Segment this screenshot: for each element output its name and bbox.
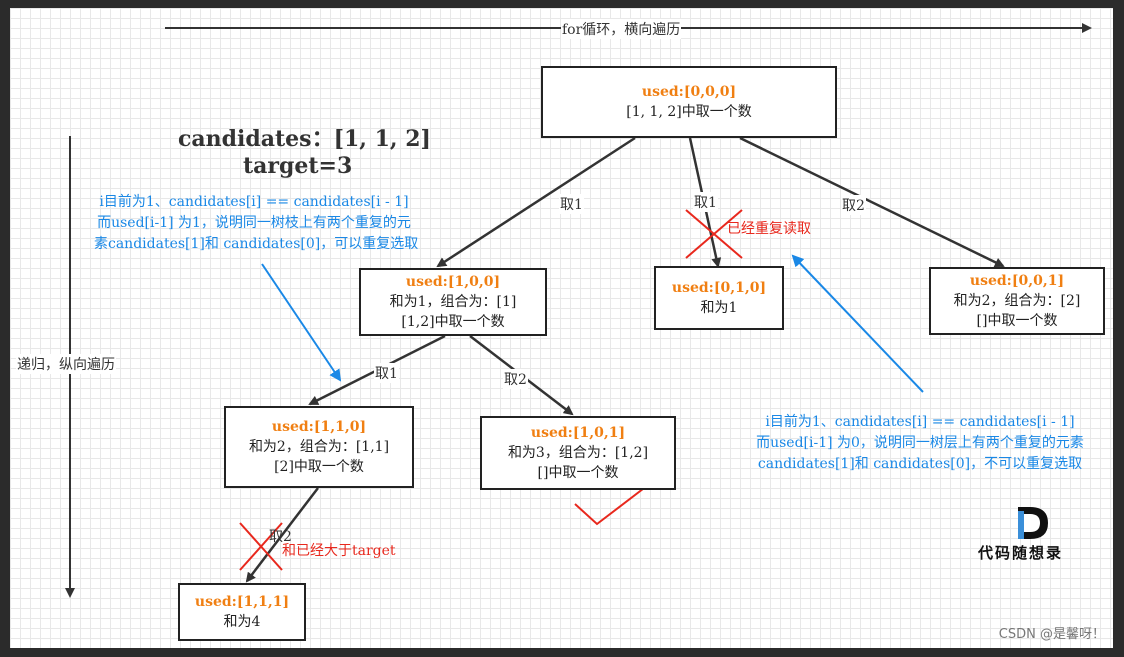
note-line: 素candidates[1]和 candidates[0]，可以重复选取 — [94, 236, 419, 252]
node-text: 和为4 — [223, 614, 261, 630]
node-used: used:[1,1,0] — [271, 419, 367, 435]
note-left: i目前为1、candidates[i] == candidates[i - 1]… — [94, 192, 419, 255]
note-line: candidates[1]和 candidates[0]，不可以重复选取 — [757, 456, 1083, 472]
node-used: used:[1,0,1] — [530, 425, 626, 441]
node-text: [1, 1, 2]中取一个数 — [626, 104, 752, 120]
node-001: used:[0,0,1] 和为2，组合为：[2] []中取一个数 — [929, 267, 1105, 335]
cross-mark-too-big — [239, 522, 283, 571]
node-010: used:[0,1,0] 和为1 — [654, 266, 784, 330]
candidates-title: candidates：[1, 1, 2] — [178, 126, 431, 152]
node-text: 和为3，组合为：[1,2] — [507, 445, 649, 461]
node-used: used:[1,1,1] — [194, 594, 290, 610]
node-100: used:[1,0,0] 和为1，组合为：[1] [1,2]中取一个数 — [359, 268, 547, 336]
node-root: used:[0,0,0] [1, 1, 2]中取一个数 — [541, 66, 837, 138]
note-left-arrow — [261, 263, 342, 382]
edge-label-n110-down: 取2 — [269, 529, 292, 545]
vertical-axis-label: 递归，纵向遍历 — [16, 354, 116, 374]
node-110: used:[1,1,0] 和为2，组合为：[1,1] [2]中取一个数 — [224, 406, 414, 488]
edge-n110-down — [245, 487, 319, 583]
horizontal-axis-label: for循环，横向遍历 — [561, 19, 682, 39]
csdn-watermark: CSDN @是馨呀！ — [998, 627, 1105, 642]
node-text: 和为2，组合为：[1,1] — [248, 439, 390, 455]
node-text: 和为2，组合为：[2] — [953, 293, 1081, 309]
edge-label-n100-right: 取2 — [503, 369, 528, 389]
note-line: i目前为1、candidates[i] == candidates[i - 1] — [765, 414, 1075, 430]
node-used: used:[0,0,0] — [641, 84, 737, 100]
edge-root-left — [436, 136, 636, 268]
logo-d-icon — [1018, 507, 1048, 539]
node-101: used:[1,0,1] 和为3，组合为：[1,2] []中取一个数 — [480, 416, 676, 490]
logo-text: 代码随想录 — [978, 544, 1064, 562]
edge-root-right — [739, 136, 1005, 268]
node-text: [1,2]中取一个数 — [401, 314, 505, 330]
too-big-note: 和已经大于target — [282, 543, 396, 559]
note-right-arrow — [791, 254, 924, 393]
node-text: 和为1，组合为：[1] — [389, 294, 517, 310]
edge-label-n100-left: 取1 — [374, 363, 399, 383]
node-text: []中取一个数 — [537, 465, 619, 481]
note-line: 而used[i-1] 为0，说明同一树层上有两个重复的元素 — [756, 435, 1084, 451]
node-text: [2]中取一个数 — [274, 459, 364, 475]
edge-label-root-right: 取2 — [841, 195, 866, 215]
node-used: used:[1,0,0] — [405, 274, 501, 290]
note-line: 而used[i-1] 为1，说明同一树枝上有两个重复的元 — [97, 215, 411, 231]
check-mark-valid — [574, 475, 661, 526]
cross-mark-repeated — [685, 209, 743, 259]
note-right: i目前为1、candidates[i] == candidates[i - 1]… — [740, 412, 1100, 475]
node-used: used:[0,0,1] — [969, 273, 1065, 289]
node-text: 和为1 — [700, 300, 738, 316]
edge-label-root-mid: 取1 — [693, 192, 718, 212]
edge-label-root-left: 取1 — [559, 194, 584, 214]
diagram-canvas: for循环，横向遍历 递归，纵向遍历 candidates：[1, 1, 2] … — [10, 8, 1113, 648]
node-text: []中取一个数 — [976, 313, 1058, 329]
repeated-note: 已经重复读取 — [727, 221, 811, 237]
target-title: target=3 — [243, 153, 353, 179]
node-used: used:[0,1,0] — [671, 280, 767, 296]
note-line: i目前为1、candidates[i] == candidates[i - 1] — [99, 194, 409, 210]
node-111: used:[1,1,1] 和为4 — [178, 583, 306, 641]
